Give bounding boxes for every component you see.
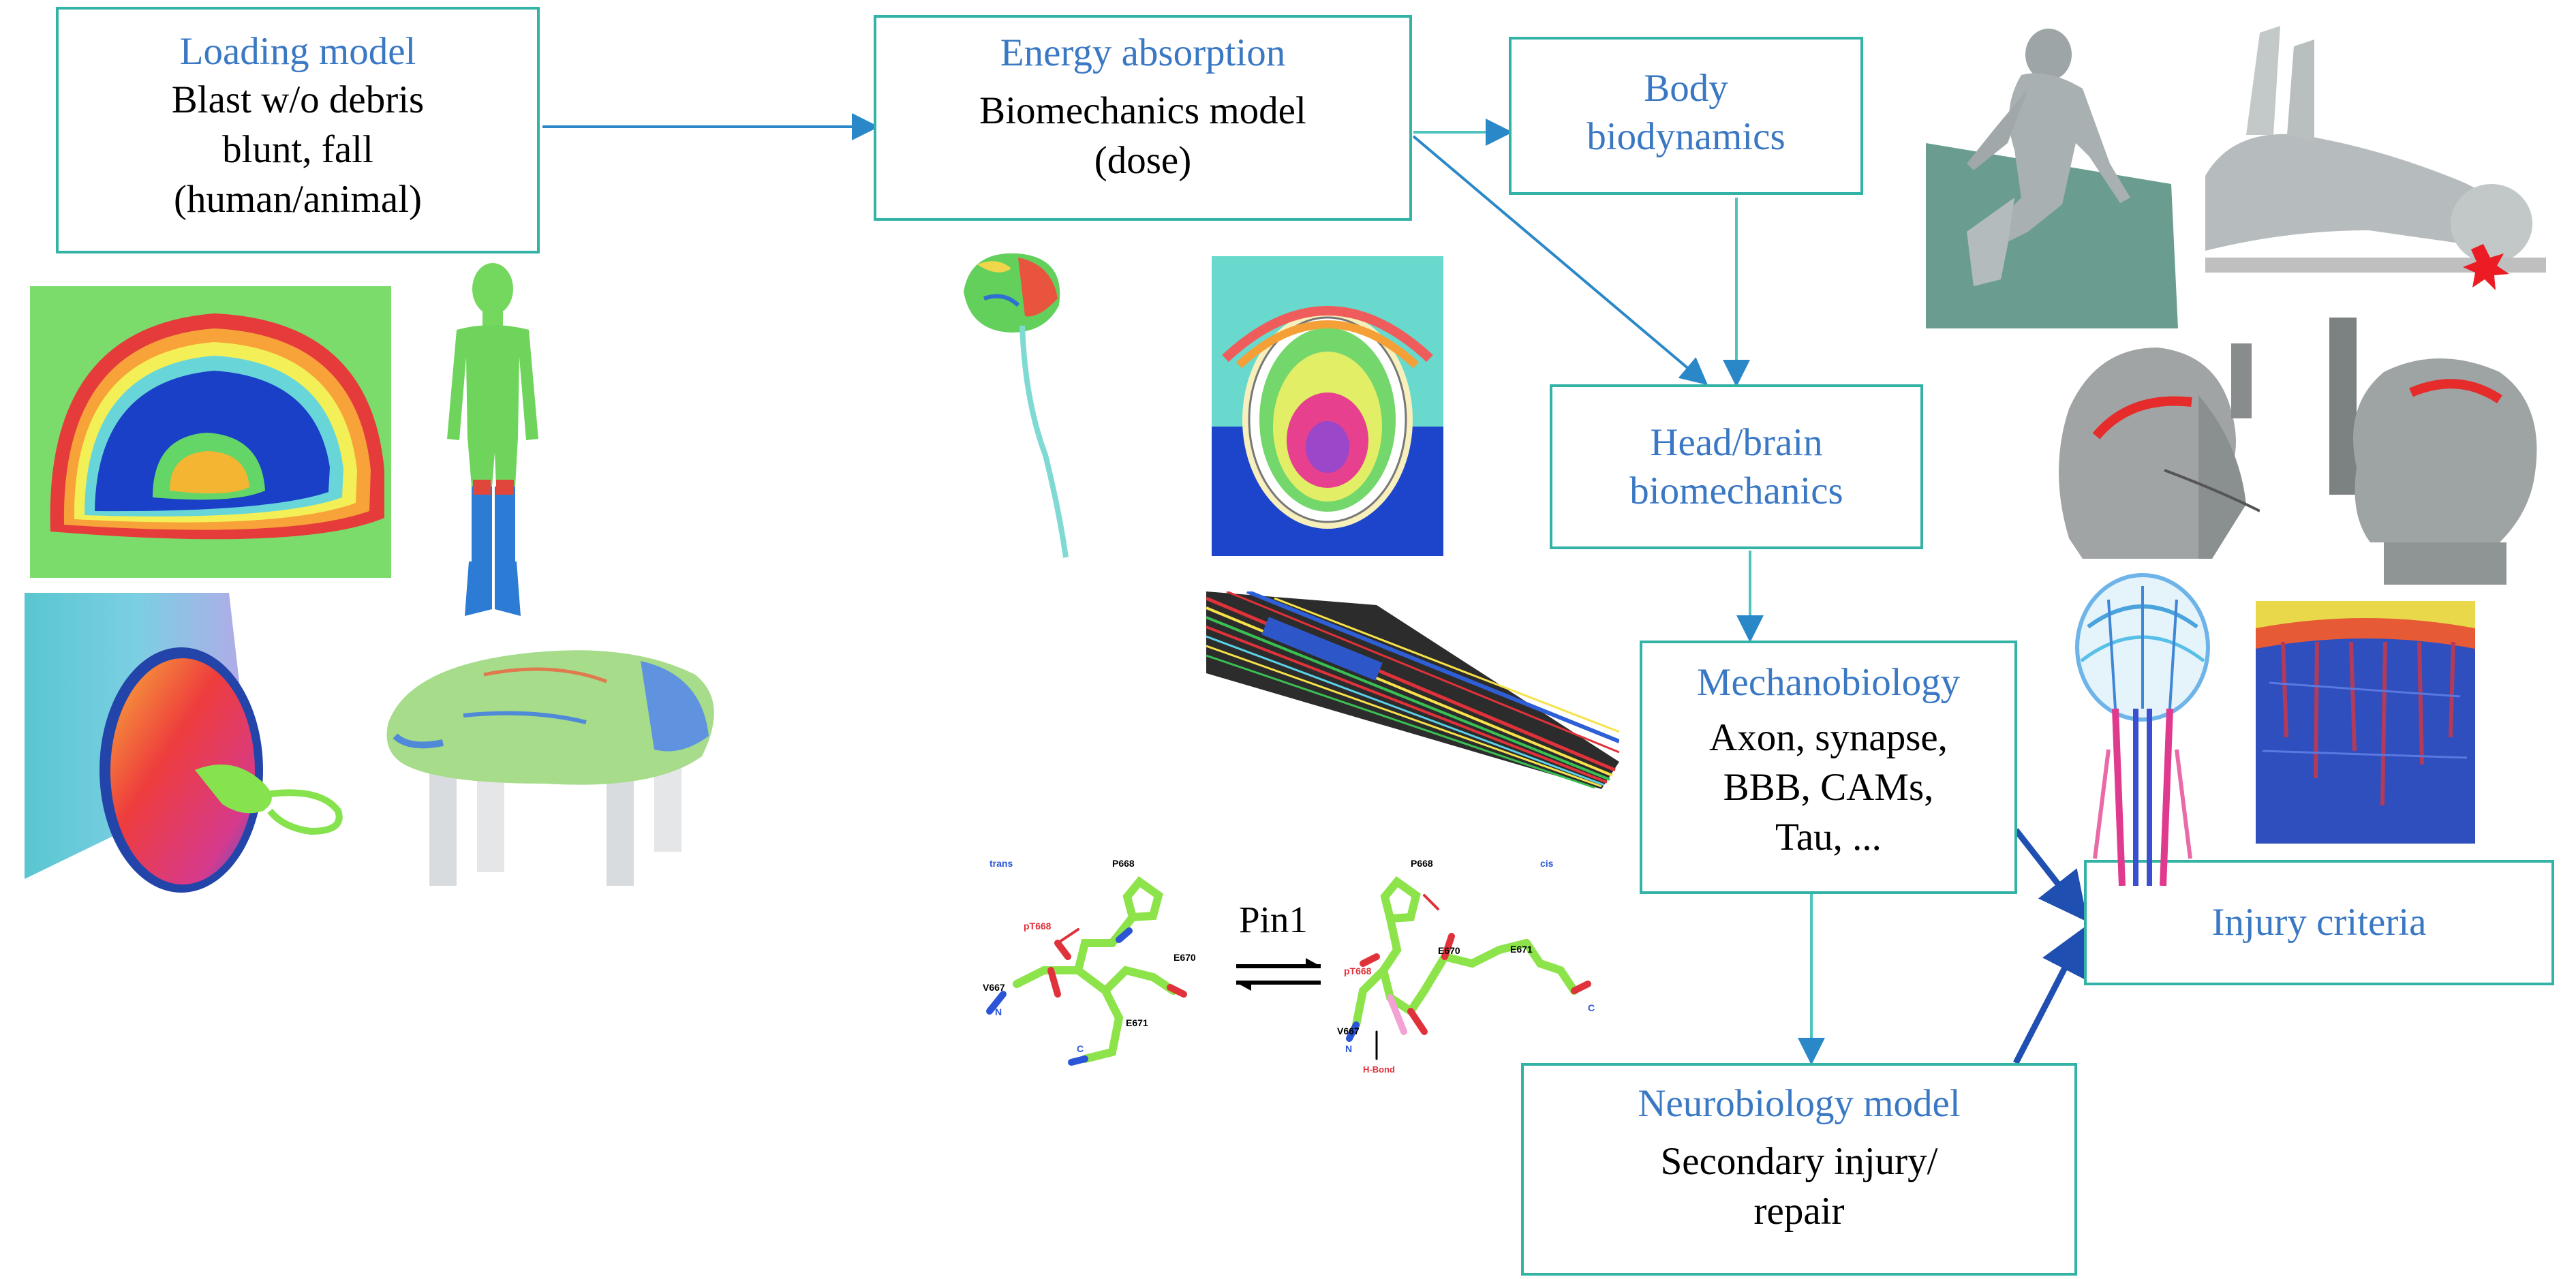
axon-fiber-bundle-model — [1206, 591, 1619, 789]
loading-model-title: Loading model — [179, 30, 416, 73]
left-e671-label: E671 — [1126, 1017, 1148, 1028]
body-biodynamics-title-2: biodynamics — [1586, 115, 1785, 159]
right-e671-label: E671 — [1510, 944, 1533, 955]
mechanobiology-box: Mechanobiology Axon, synapse, BBB, CAMs,… — [1640, 641, 2017, 894]
human-body-fe-model — [447, 263, 538, 616]
arrow-neuro-to-injury — [2013, 925, 2087, 1065]
body-biodynamics-box: Body biodynamics — [1509, 37, 1863, 195]
arrow-energy-to-head — [1412, 135, 1708, 386]
right-hbond-label: H-Bond — [1363, 1064, 1395, 1075]
cis-label: cis — [1540, 858, 1554, 869]
left-c-label: C — [1077, 1043, 1084, 1054]
neurobiology-title: Neurobiology model — [1638, 1082, 1961, 1125]
right-c-label: C — [1588, 1002, 1595, 1013]
brain-stem-model — [964, 253, 1069, 558]
neurobiology-line-1: Secondary injury/ — [1660, 1140, 1938, 1184]
loading-model-box: Loading model Blast w/o debris blunt, fa… — [56, 7, 540, 253]
head-cross-section-heatmap — [1212, 256, 1443, 556]
head-brain-title-2: biomechanics — [1629, 469, 1843, 513]
right-pt668-label: pT668 — [1344, 966, 1372, 976]
energy-absorption-box: Energy absorption Biomechanics model (do… — [874, 15, 1412, 221]
head-brain-title-1: Head/brain — [1650, 421, 1823, 464]
pin1-label: Pin1 — [1239, 899, 1308, 940]
left-p668-label: P668 — [1112, 858, 1135, 869]
mechanobiology-title: Mechanobiology — [1696, 661, 1961, 704]
loading-model-line-1: Blast w/o debris — [171, 78, 425, 122]
left-e670-label: E670 — [1174, 952, 1196, 963]
loading-model-line-3: (human/animal) — [173, 178, 423, 221]
trans-molecule-structure: trans P668 pT668 E670 V667 E671 N C — [983, 858, 1196, 1066]
mechanobiology-line-3: Tau, ... — [1775, 816, 1882, 859]
injury-criteria-box: Injury criteria — [2084, 860, 2554, 985]
pig-fe-model — [386, 650, 714, 886]
equilibrium-arrows-icon — [1236, 958, 1321, 991]
arrow-mechano-to-injury — [2013, 828, 2088, 923]
body-biodynamics-title-1: Body — [1644, 67, 1728, 110]
energy-absorption-line-2: (dose) — [1094, 139, 1192, 183]
head-brain-biomechanics-box: Head/brain biomechanics — [1550, 384, 1923, 549]
energy-absorption-title: Energy absorption — [1000, 31, 1286, 74]
cis-molecule-structure: P668 cis pT668 E670 E671 V667 N C H-Bond — [1337, 858, 1595, 1075]
half-sphere-blast-heatmap — [30, 286, 391, 578]
loading-model-line-2: blunt, fall — [222, 128, 373, 172]
crouching-man-model — [1926, 29, 2178, 328]
trans-label: trans — [990, 858, 1013, 869]
supine-man-impact-model — [2205, 26, 2546, 290]
neurobiology-model-box: Neurobiology model Secondary injury/ rep… — [1521, 1063, 2077, 1276]
head-neck-vasculature-model — [2075, 573, 2210, 886]
right-e670-label: E670 — [1438, 945, 1460, 956]
head-strain-right-model — [2329, 318, 2537, 585]
neurobiology-line-2: repair — [1753, 1190, 1845, 1233]
right-p668-label: P668 — [1411, 858, 1433, 869]
injury-criteria-title: Injury criteria — [2211, 901, 2427, 944]
cortical-tissue-model — [2256, 601, 2475, 844]
left-v667-label: V667 — [983, 982, 1005, 993]
energy-absorption-line-1: Biomechanics model — [979, 89, 1306, 133]
right-v667-label: V667 — [1337, 1026, 1360, 1036]
shock-tube-rat-model — [25, 593, 343, 893]
mechanobiology-line-2: BBB, CAMs, — [1723, 766, 1934, 810]
left-n-label: N — [995, 1006, 1002, 1017]
left-pt668-label: pT668 — [1024, 921, 1052, 931]
head-strain-left-model — [2059, 343, 2260, 559]
mechanobiology-line-1: Axon, synapse, — [1709, 716, 1948, 760]
right-n-label: N — [1345, 1043, 1352, 1054]
